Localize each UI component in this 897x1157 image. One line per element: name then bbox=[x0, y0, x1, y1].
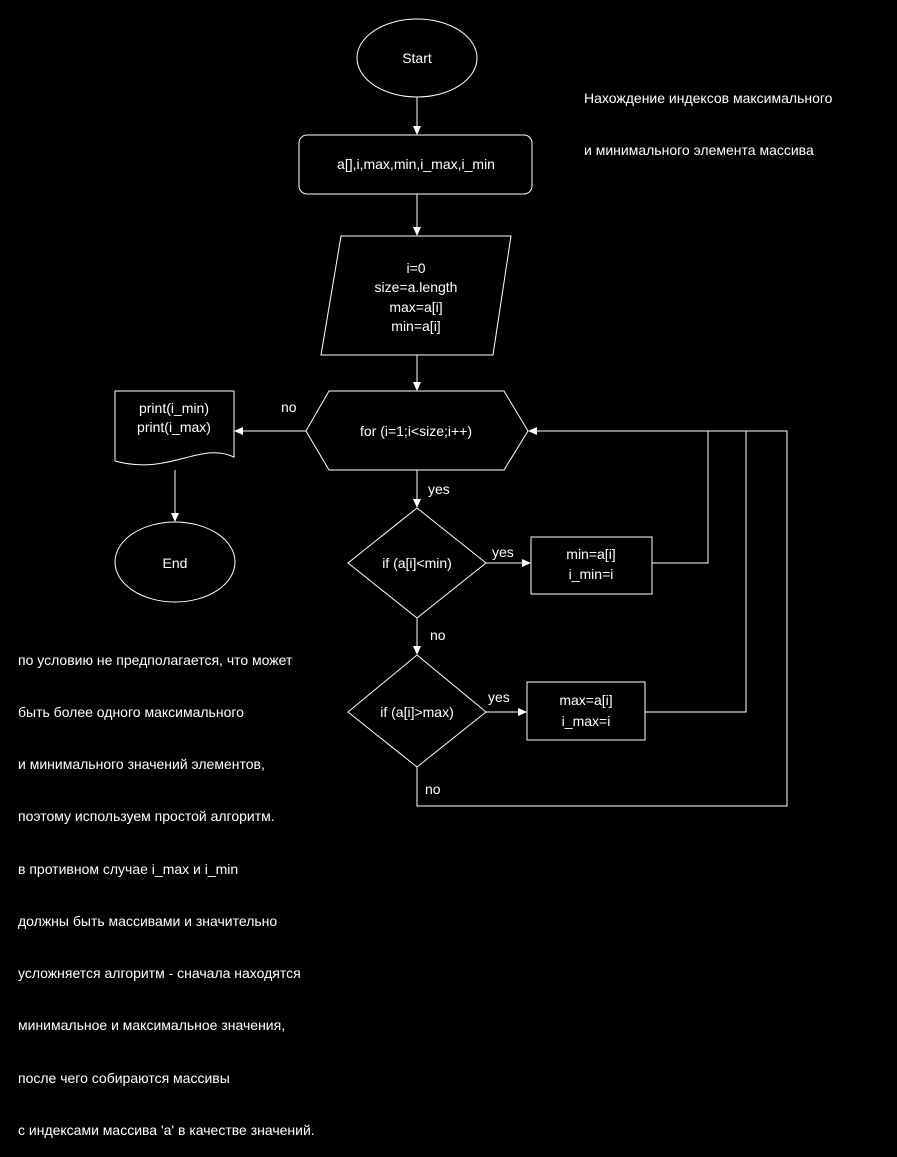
edge-assign-min-back-to-loop bbox=[536, 430, 709, 564]
end-terminator bbox=[114, 521, 236, 603]
arrowhead-cond-min bbox=[413, 499, 421, 508]
node-loop: for (i=1;i<size;i++) bbox=[305, 390, 529, 471]
arrowhead-loop bbox=[413, 382, 421, 391]
edges bbox=[171, 97, 788, 807]
node-end: End bbox=[114, 521, 236, 603]
cond-min-label: if (a[i]<min) bbox=[382, 555, 452, 571]
arrowhead-print bbox=[234, 427, 243, 435]
assign-max-line-2: i_max=i bbox=[562, 713, 611, 729]
comment-line: усложняется алгоритм - сначала находятся bbox=[18, 965, 301, 982]
assign-min-line-2: i_min=i bbox=[569, 566, 614, 582]
max-yes-label: yes bbox=[488, 689, 510, 705]
declare-box bbox=[298, 134, 533, 195]
cond-min-diamond bbox=[347, 507, 487, 619]
edge-assign-max-back-to-loop bbox=[645, 430, 747, 713]
arrowhead-cond-max bbox=[413, 646, 421, 655]
init-line-2: size=a.length bbox=[375, 279, 458, 295]
init-line-1: i=0 bbox=[406, 260, 425, 276]
end-label: End bbox=[163, 555, 188, 571]
node-print: print(i_min) print(i_max) bbox=[114, 390, 235, 466]
print-document bbox=[114, 390, 235, 466]
assign-min-line-1: min=a[i] bbox=[566, 546, 615, 562]
cond-max-diamond bbox=[347, 654, 487, 768]
print-line-1: print(i_min) bbox=[139, 400, 209, 416]
node-start: Start bbox=[356, 18, 478, 98]
loop-yes-label: yes bbox=[428, 481, 450, 497]
init-line-4: min=a[i] bbox=[391, 318, 440, 334]
title-note-line: и минимального элемента массива bbox=[584, 142, 814, 159]
arrowhead-loop-return bbox=[528, 427, 537, 435]
flowchart-canvas: Start a[],i,max,min,i_max,i_min i=0 size… bbox=[114, 18, 788, 807]
arrowhead-assign-max bbox=[518, 708, 527, 716]
arrowhead-end bbox=[171, 513, 179, 522]
node-assign-max: max=a[i] i_max=i bbox=[526, 681, 646, 741]
node-assign-min: min=a[i] i_min=i bbox=[530, 536, 653, 595]
comment-line: в противном случае i_max и i_min bbox=[18, 860, 239, 877]
node-cond-max: if (a[i]>max) bbox=[347, 654, 487, 768]
node-init: i=0 size=a.length max=a[i] min=a[i] bbox=[320, 235, 512, 356]
comment-line: должны быть массивами и значительно bbox=[18, 912, 278, 929]
algorithm-comment: по условию не предполагается, что может … bbox=[18, 617, 315, 1157]
edge-labels: no yes yes no yes no bbox=[281, 399, 514, 797]
edge-cond-max-no-back-to-loop bbox=[416, 430, 788, 807]
comment-line: минимальное и максимальное значения, bbox=[18, 1017, 286, 1034]
arrowhead-assign-min bbox=[522, 559, 531, 567]
loop-hexagon bbox=[305, 390, 529, 471]
assign-max-line-1: max=a[i] bbox=[559, 692, 612, 708]
min-yes-label: yes bbox=[492, 544, 514, 560]
init-parallelogram bbox=[320, 235, 512, 356]
loop-label: for (i=1;i<size;i++) bbox=[360, 423, 472, 439]
comment-line: после чего собираются массивы bbox=[18, 1069, 230, 1086]
arrowhead-declare bbox=[413, 126, 421, 135]
start-label: Start bbox=[402, 50, 432, 66]
declare-label: a[],i,max,min,i_max,i_min bbox=[337, 156, 495, 172]
comment-line: с индексами массива 'а' в качестве значе… bbox=[18, 1121, 315, 1138]
comment-line: поэтому используем простой алгоритм. bbox=[18, 808, 275, 825]
comment-line: и минимального значений элементов, bbox=[18, 756, 265, 773]
print-line-2: print(i_max) bbox=[137, 419, 211, 435]
arrowhead-init bbox=[413, 227, 421, 236]
start-terminator bbox=[356, 18, 478, 98]
assign-min-box bbox=[530, 536, 653, 595]
comment-line: по условию не предполагается, что может bbox=[18, 651, 293, 668]
assign-max-box bbox=[526, 681, 646, 741]
node-declare: a[],i,max,min,i_max,i_min bbox=[298, 134, 533, 195]
init-line-3: max=a[i] bbox=[389, 299, 442, 315]
node-cond-min: if (a[i]<min) bbox=[347, 507, 487, 619]
comment-line: быть более одного максимального bbox=[18, 704, 244, 721]
loop-no-label: no bbox=[281, 399, 297, 415]
min-no-label: no bbox=[430, 627, 446, 643]
title-note-line: Нахождение индексов максимального bbox=[584, 89, 833, 106]
cond-max-label: if (a[i]>max) bbox=[380, 704, 454, 720]
title-note: Нахождение индексов максимального и мини… bbox=[584, 55, 832, 177]
max-no-label: no bbox=[425, 781, 441, 797]
